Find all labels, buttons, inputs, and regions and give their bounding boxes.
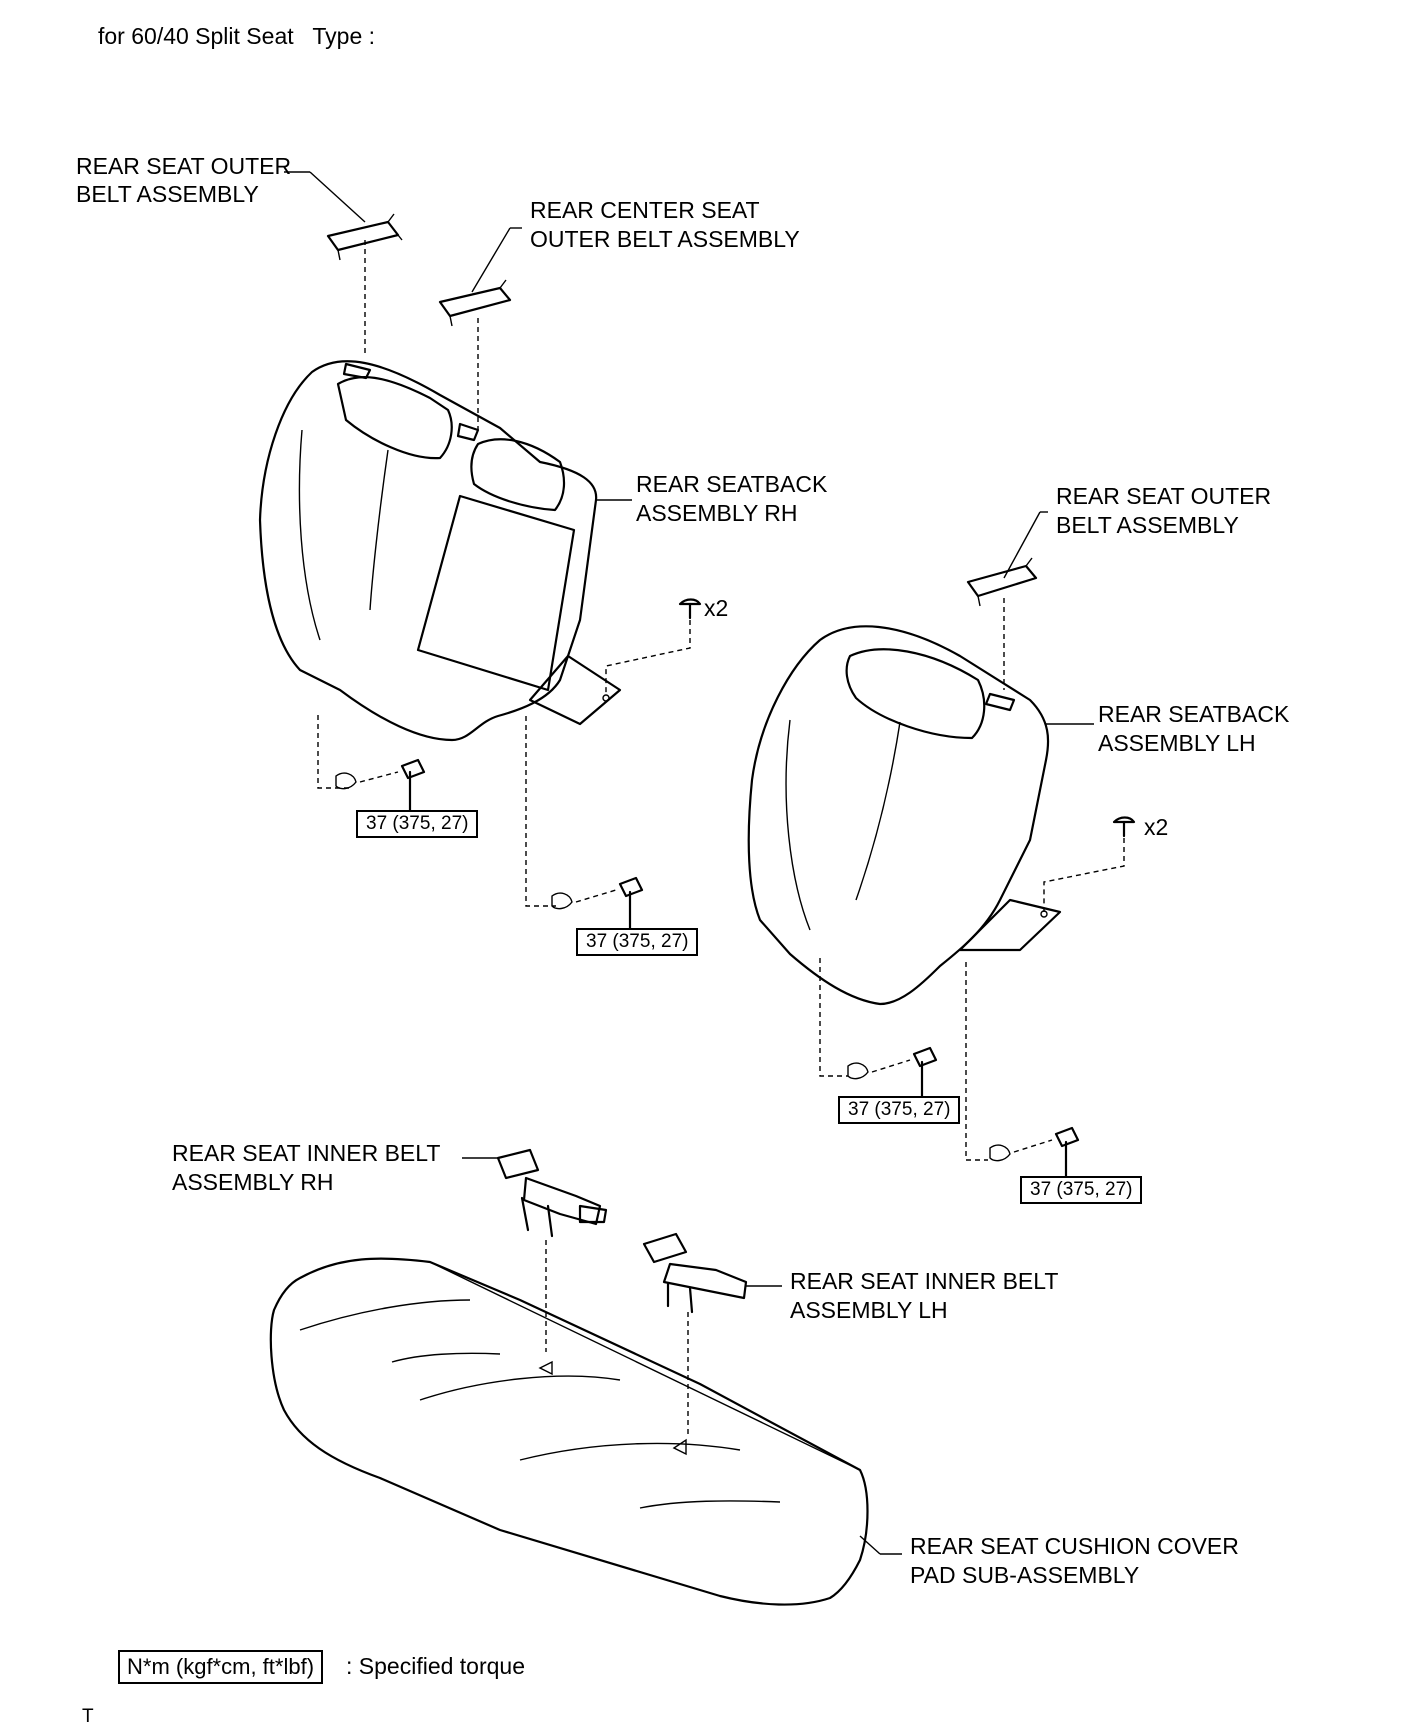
torque-legend-text: : Specified torque bbox=[346, 1653, 526, 1679]
torque-lh-right: 37 (375, 27) bbox=[1020, 1176, 1143, 1204]
footer-mark: T bbox=[82, 1706, 94, 1727]
label-inner-belt-rh-2: ASSEMBLY RH bbox=[172, 1169, 334, 1195]
label-center-belt-2: OUTER BELT ASSEMBLY bbox=[530, 226, 800, 252]
label-cushion-1: REAR SEAT CUSHION COVER bbox=[910, 1533, 1239, 1559]
label-outer-belt-rh-1: REAR SEAT OUTER bbox=[76, 153, 292, 179]
label-inner-belt-lh-1: REAR SEAT INNER BELT bbox=[790, 1268, 1059, 1294]
page-title: for 60/40 Split Seat Type : bbox=[98, 23, 376, 49]
torque-lh-left: 37 (375, 27) bbox=[838, 1096, 961, 1124]
inner-belt-rh-part bbox=[462, 1148, 608, 1352]
bolt-lh-left-part bbox=[819, 958, 938, 1100]
label-seatback-rh-2: ASSEMBLY RH bbox=[636, 500, 798, 526]
clip-lh-part bbox=[1043, 816, 1136, 912]
bolt-lh-right-part bbox=[965, 962, 1080, 1180]
seatback-lh-part bbox=[747, 625, 1062, 1006]
torque-rh-left: 37 (375, 27) bbox=[356, 810, 479, 838]
bolt-rh-left-part bbox=[317, 715, 426, 812]
label-clip-qty-lh: x2 bbox=[1144, 814, 1169, 840]
seat-cushion-part bbox=[269, 1257, 881, 1606]
label-outer-belt-lh-1: REAR SEAT OUTER bbox=[1056, 483, 1272, 509]
torque-rh-right: 37 (375, 27) bbox=[576, 928, 699, 956]
label-seatback-rh-1: REAR SEATBACK bbox=[636, 471, 828, 497]
center-belt-part bbox=[438, 227, 512, 430]
torque-legend-box: N*m (kgf*cm, ft*lbf) bbox=[118, 1650, 324, 1684]
label-seatback-lh-1: REAR SEATBACK bbox=[1098, 701, 1290, 727]
leader-lines bbox=[284, 171, 1094, 1555]
label-seatback-lh-2: ASSEMBLY LH bbox=[1098, 730, 1256, 756]
label-outer-belt-lh-2: BELT ASSEMBLY bbox=[1056, 512, 1239, 538]
label-inner-belt-lh-2: ASSEMBLY LH bbox=[790, 1297, 948, 1323]
outer-belt-lh-part bbox=[966, 511, 1041, 690]
outer-belt-rh-part bbox=[309, 171, 403, 355]
label-inner-belt-rh-1: REAR SEAT INNER BELT bbox=[172, 1140, 441, 1166]
seatback-rh-part bbox=[258, 360, 622, 742]
label-clip-qty-rh: x2 bbox=[704, 595, 729, 621]
label-center-belt-1: REAR CENTER SEAT bbox=[530, 197, 760, 223]
label-outer-belt-rh-2: BELT ASSEMBLY bbox=[76, 181, 259, 207]
clip-rh-part bbox=[605, 598, 702, 696]
bolt-rh-right-part bbox=[525, 716, 644, 930]
inner-belt-lh-part bbox=[642, 1232, 782, 1436]
label-cushion-2: PAD SUB-ASSEMBLY bbox=[910, 1562, 1140, 1588]
